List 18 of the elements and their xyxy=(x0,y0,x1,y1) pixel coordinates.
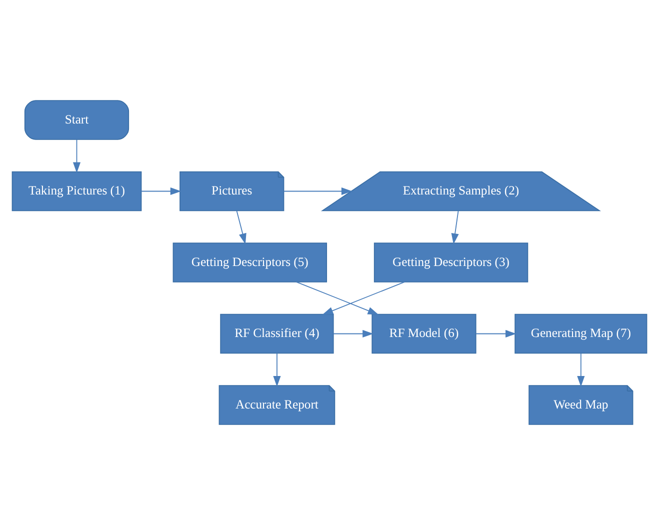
arrow xyxy=(322,280,406,314)
arrow xyxy=(333,329,374,338)
arrow xyxy=(283,186,352,195)
node-box: Getting Descriptors (3) xyxy=(374,242,528,282)
node-box: Generating Map (7) xyxy=(514,313,648,354)
arrow xyxy=(140,186,182,195)
node-box: RF Classifier (4) xyxy=(220,313,334,354)
arrow xyxy=(273,352,281,386)
arrow xyxy=(577,352,585,386)
node-box: RF Model (6) xyxy=(372,313,476,354)
node-box: Getting Descriptors (5) xyxy=(172,242,328,282)
node-box: Taking Pictures (1) xyxy=(12,170,142,211)
node-box: Start xyxy=(24,100,130,140)
arrow xyxy=(296,280,379,314)
arrow xyxy=(236,210,246,244)
arrow xyxy=(72,138,81,173)
arrow xyxy=(476,329,516,338)
arrow xyxy=(451,210,459,244)
